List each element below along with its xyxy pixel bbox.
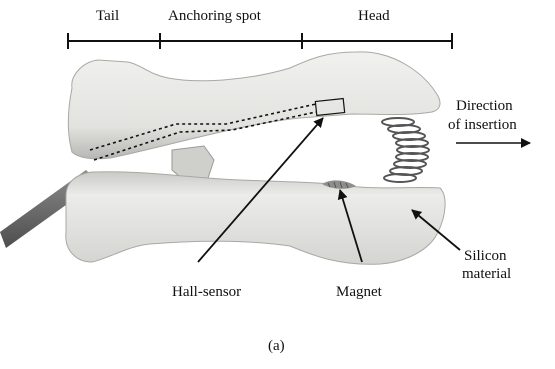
silicon-label-line1: Silicon xyxy=(464,248,507,265)
tail-label: Tail xyxy=(96,8,119,25)
upper-jaw xyxy=(68,52,440,159)
magnet-label: Magnet xyxy=(336,284,382,301)
direction-label-line2: of insertion xyxy=(448,117,517,134)
section-bracket xyxy=(68,33,452,49)
spring-coil xyxy=(382,118,429,182)
head-label: Head xyxy=(358,8,390,25)
direction-label-line1: Direction xyxy=(456,98,513,115)
hall-sensor-label: Hall-sensor xyxy=(172,284,241,301)
figure-caption: (a) xyxy=(268,338,285,355)
lower-jaw xyxy=(66,172,445,265)
silicon-label-line2: material xyxy=(462,266,511,283)
anchoring-spot-label: Anchoring spot xyxy=(168,8,261,25)
